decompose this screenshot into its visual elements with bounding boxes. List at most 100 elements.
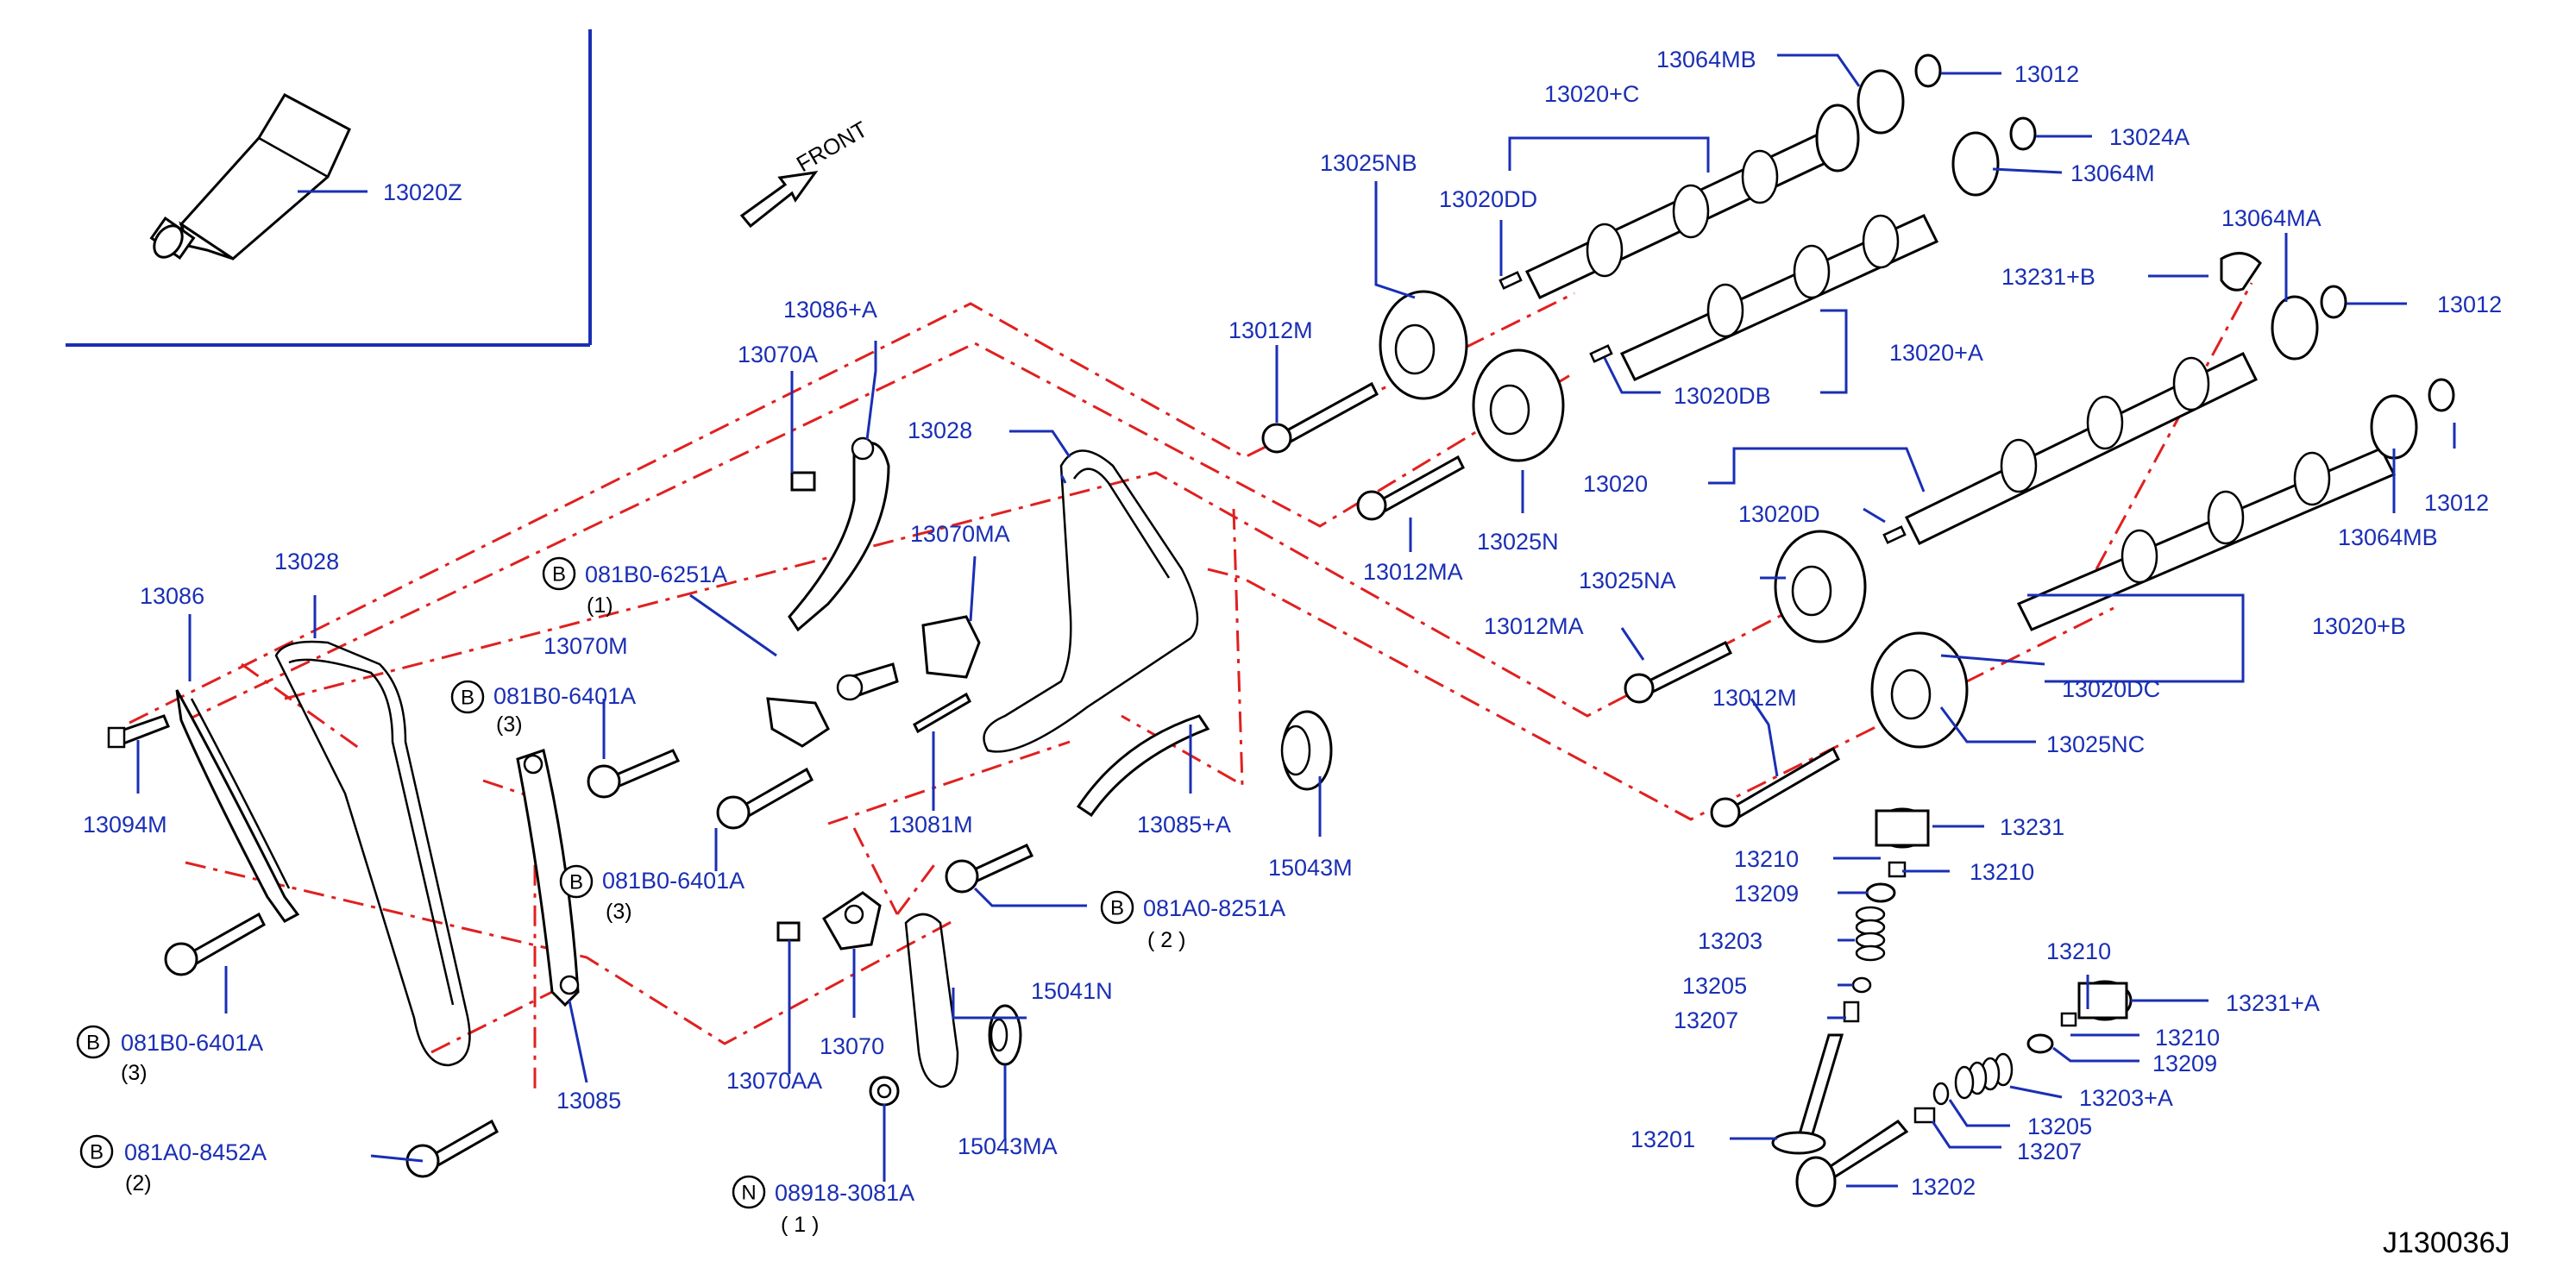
label-13020: 13020 <box>1583 471 1648 497</box>
label-13028-right: 13028 <box>908 417 972 443</box>
bolt-ref-081A0-8452A: B 081A0-8452A (2) <box>79 1134 267 1195</box>
spring-13203A <box>1954 1052 2014 1100</box>
front-label: FRONT <box>792 116 872 177</box>
label-13012-top: 13012 <box>2014 61 2079 87</box>
tensioner-13070M <box>836 615 981 701</box>
label-13203A: 13203+A <box>2079 1085 2173 1111</box>
inset-panel <box>66 29 592 347</box>
label-13205-a: 13205 <box>1682 973 1747 999</box>
svg-text:(2): (2) <box>125 1171 152 1195</box>
label-13012MA-a: 13012MA <box>1363 559 1463 585</box>
seat-13205-b <box>1932 1082 1950 1106</box>
bolt-081B0-6401A-a <box>164 912 266 976</box>
label-13020C: 13020+C <box>1544 81 1639 107</box>
sprocket-13025NA <box>1774 530 1867 643</box>
pin-13020DB <box>1589 344 1613 363</box>
sprocket-15043M <box>1280 710 1333 791</box>
svg-text:B: B <box>1110 897 1124 920</box>
label-13020DB: 13020DB <box>1674 383 1771 409</box>
label-13231: 13231 <box>2000 814 2064 840</box>
camshaft-13020 <box>1904 352 2259 545</box>
cap-13064MA <box>2271 295 2319 361</box>
label-13012-mid: 13012 <box>2437 292 2502 317</box>
label-13025NC: 13025NC <box>2046 731 2145 757</box>
cap-13064M <box>1951 131 2000 197</box>
chain-guide-13086A <box>788 436 890 632</box>
chain-guide-13086 <box>175 689 300 923</box>
svg-text:081A0-8251A: 081A0-8251A <box>1143 895 1285 921</box>
label-13012M-mid: 13012M <box>1712 685 1797 711</box>
svg-text:(3): (3) <box>121 1061 148 1085</box>
label-13020B: 13020+B <box>2312 613 2406 639</box>
label-13085: 13085 <box>556 1088 621 1114</box>
timing-chain-13028-left <box>274 640 471 1067</box>
valve-13202 <box>1795 1120 1909 1208</box>
bolt-ref-08918-3081A: N 08918-3081A ( 1 ) <box>732 1175 914 1237</box>
keeper-13210-c <box>2060 1012 2077 1027</box>
label-13070: 13070 <box>820 1033 884 1059</box>
chain-15041N <box>904 913 959 1089</box>
cap-13064MB-top <box>1857 69 1905 135</box>
svg-text:(3): (3) <box>496 712 523 737</box>
label-13024A: 13024A <box>2109 124 2190 150</box>
valve-13201 <box>1771 1033 1844 1155</box>
svg-text:B: B <box>569 871 583 894</box>
svg-text:081A0-8452A: 081A0-8452A <box>124 1139 267 1165</box>
label-13028-left: 13028 <box>274 549 339 574</box>
label-13209-a: 13209 <box>1734 881 1799 907</box>
label-13210-b: 13210 <box>1970 859 2034 885</box>
svg-text:B: B <box>90 1141 104 1164</box>
label-13081M: 13081M <box>889 812 973 838</box>
seal-13207-a <box>1843 1001 1860 1023</box>
label-13085A: 13085+A <box>1137 812 1231 838</box>
spring-13203 <box>1855 906 1886 962</box>
diagram-code: J130036J <box>2383 1227 2510 1259</box>
svg-text:B: B <box>86 1032 100 1055</box>
sprocket-13025NC <box>1870 631 1969 749</box>
sprocket-13025N <box>1472 348 1565 462</box>
bolt-ref-081A0-8251A: B 081A0-8251A ( 2 ) <box>1100 890 1285 952</box>
leader-lines <box>136 53 2456 1188</box>
nut-08918-3081A <box>869 1076 900 1107</box>
label-13070A: 13070A <box>738 342 818 367</box>
bolt-ref-081B0-6251A: B 081B0-6251A (1) <box>542 556 727 618</box>
svg-text:B: B <box>552 563 566 587</box>
bolt-13012MA-b <box>1624 640 1733 704</box>
svg-text:(1): (1) <box>587 593 613 618</box>
label-13020DC: 13020DC <box>2062 676 2160 702</box>
bolt-13070AA <box>776 921 801 942</box>
label-13210-d: 13210 <box>2155 1025 2220 1051</box>
bolt-081B0-6401A-c <box>716 767 814 830</box>
svg-text:081B0-6401A: 081B0-6401A <box>493 683 636 709</box>
label-13094M: 13094M <box>83 812 167 838</box>
bearing-13231B <box>2220 252 2262 292</box>
label-13020DD: 13020DD <box>1439 186 1537 212</box>
label-13020D: 13020D <box>1738 501 1820 527</box>
bolt-ref-081B0-6401A-lower: B 081B0-6401A (3) <box>76 1025 263 1085</box>
svg-text:B: B <box>461 687 474 710</box>
label-13020A: 13020+A <box>1889 340 1983 366</box>
bolt-13070A <box>790 471 816 492</box>
label-13012MA-b: 13012MA <box>1484 613 1584 639</box>
label-13064M: 13064M <box>2070 160 2155 186</box>
label-13202: 13202 <box>1911 1174 1976 1200</box>
camshaft-13020A <box>1619 214 1939 381</box>
seal-13207-b <box>1913 1107 1936 1124</box>
svg-text:081B0-6401A: 081B0-6401A <box>121 1030 263 1056</box>
sprocket-13025NB <box>1379 290 1468 400</box>
bolt-13012M-top <box>1261 381 1379 454</box>
timing-chain-13028-right <box>983 449 1199 753</box>
retainer-13209-b <box>2026 1033 2054 1054</box>
label-13203: 13203 <box>1698 928 1762 954</box>
bracket-13070M <box>766 697 830 748</box>
label-15043MA: 15043MA <box>958 1133 1058 1159</box>
bolt-13094M <box>107 714 170 749</box>
svg-text:081B0-6401A: 081B0-6401A <box>602 868 745 894</box>
label-15043M: 15043M <box>1268 855 1353 881</box>
label-13205-b: 13205 <box>2027 1114 2092 1139</box>
part-labels: 13064MB 13012 13020+C 13024A 13064M 1302… <box>83 47 2502 1200</box>
bolt-ref-081B0-6401A-upper: B 081B0-6401A (3) <box>450 680 636 737</box>
pin-13081M <box>913 692 971 734</box>
label-13064MA: 13064MA <box>2221 205 2322 231</box>
svg-text:N: N <box>741 1182 756 1205</box>
